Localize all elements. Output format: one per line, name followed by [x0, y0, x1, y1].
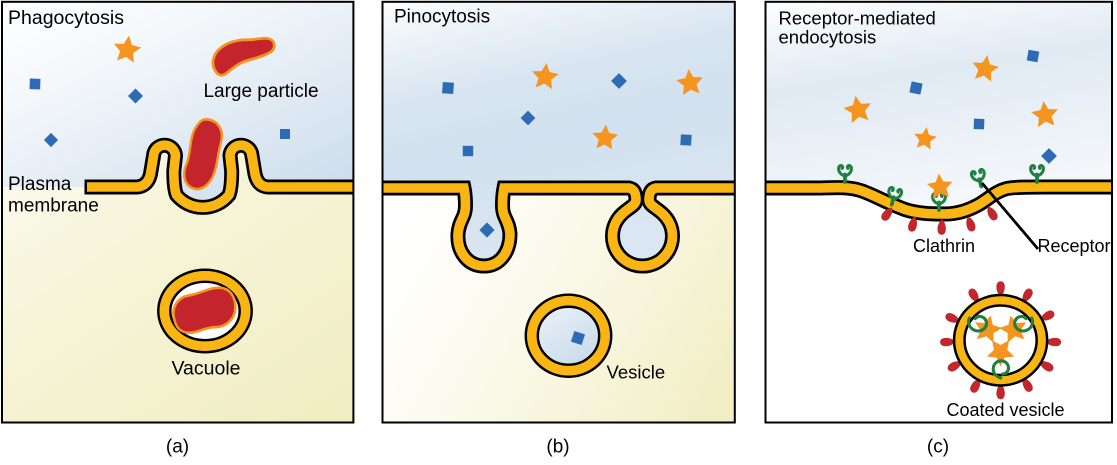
svg-text:Vesicle: Vesicle: [607, 362, 666, 383]
svg-text:Receptor-mediated: Receptor-mediated: [779, 8, 936, 29]
svg-text:(b): (b): [546, 437, 569, 458]
svg-text:membrane: membrane: [8, 196, 99, 217]
svg-text:endocytosis: endocytosis: [779, 27, 877, 48]
svg-text:Large particle: Large particle: [203, 81, 318, 102]
svg-text:Phagocytosis: Phagocytosis: [8, 7, 124, 29]
svg-text:Pinocytosis: Pinocytosis: [394, 7, 490, 28]
svg-text:Plasma: Plasma: [8, 174, 72, 195]
svg-text:(c): (c): [927, 437, 949, 458]
svg-text:Coated vesicle: Coated vesicle: [946, 400, 1064, 420]
svg-text:(a): (a): [166, 437, 189, 458]
svg-text:Clathrin: Clathrin: [913, 236, 975, 256]
svg-text:Vacuole: Vacuole: [171, 358, 240, 380]
svg-text:Receptor: Receptor: [1038, 236, 1111, 256]
